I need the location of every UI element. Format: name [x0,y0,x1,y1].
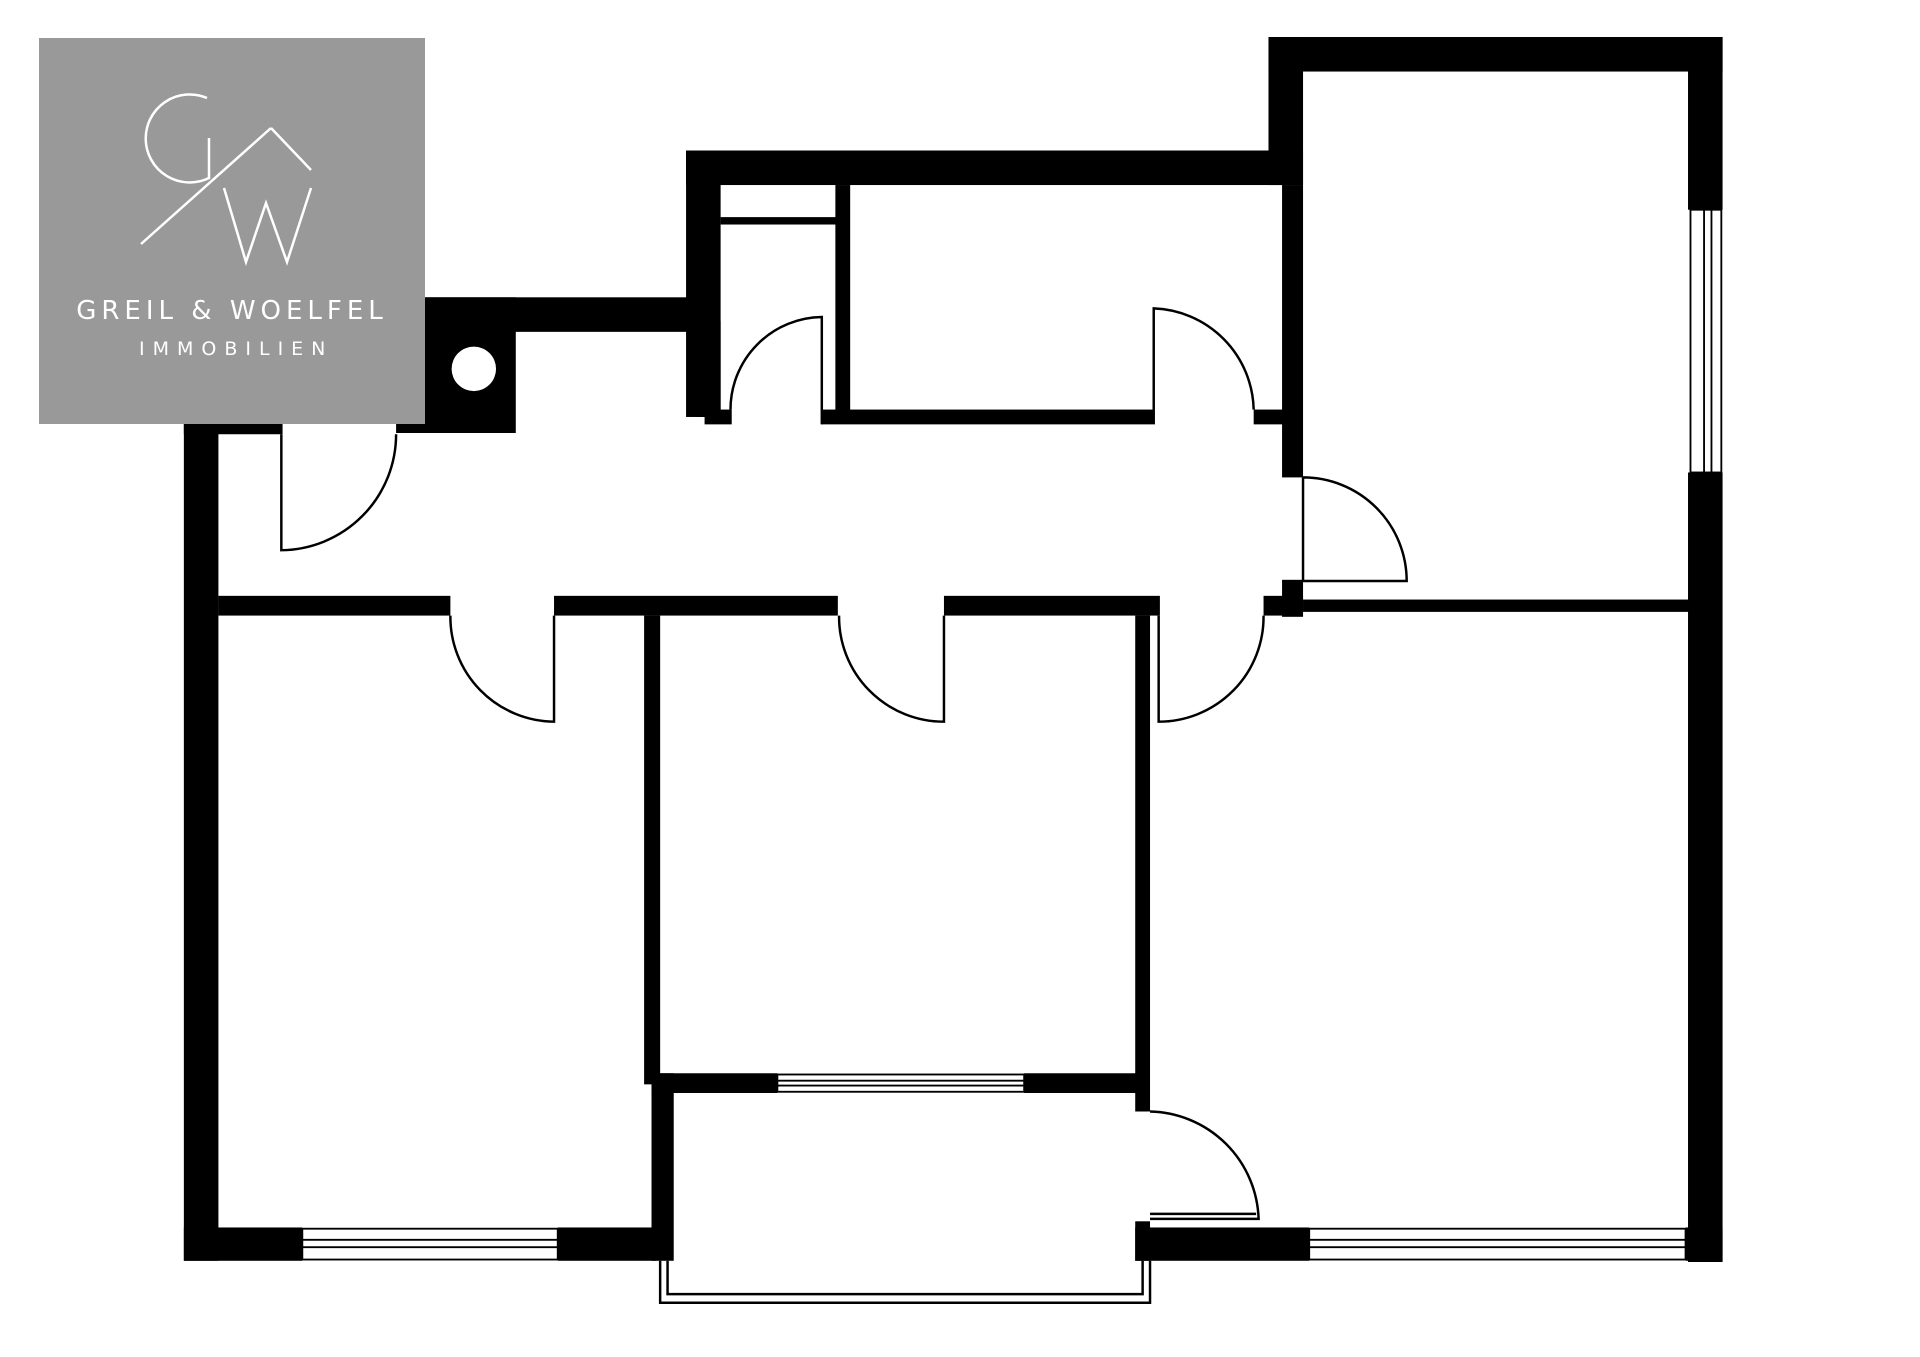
windows [301,208,1723,1261]
walls [183,37,1723,1263]
shaft-opening [451,346,497,392]
brand-name: GREIL & WOELFEL [76,296,388,326]
gw-monogram-icon [140,93,313,267]
brand-logo: GREIL & WOELFEL IMMOBILIEN [39,38,425,424]
doors [280,307,1408,1304]
brand-tagline: IMMOBILIEN [139,338,334,360]
